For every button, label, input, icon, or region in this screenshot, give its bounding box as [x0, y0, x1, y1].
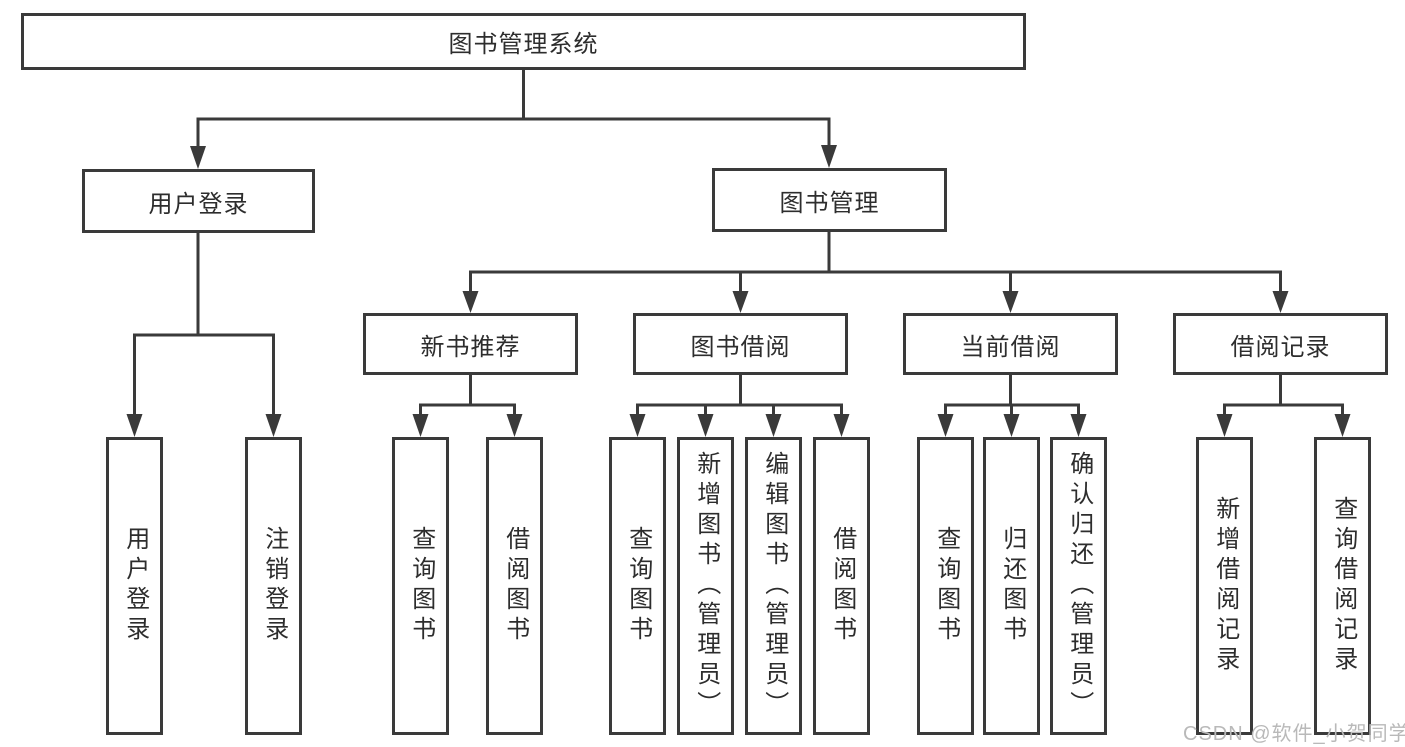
leaf-confirm-return-admin: 确认归还（管理员） [1050, 437, 1107, 735]
leaf-borrow-book: 借阅图书 [813, 437, 870, 735]
leaf-add-book-admin: 新增图书（管理员） [677, 437, 734, 735]
leaf-query-borrow-record-label: 查询借阅记录 [1329, 496, 1357, 676]
node-user-login: 用户登录 [82, 169, 315, 233]
connector-new-book-recommend-children [412, 375, 523, 437]
node-current-borrow: 当前借阅 [903, 313, 1118, 375]
leaf-query-book-borrow-label: 查询图书 [624, 526, 652, 646]
leaf-borrow-book-label: 借阅图书 [828, 526, 856, 646]
leaf-query-borrow-record: 查询借阅记录 [1314, 437, 1371, 735]
leaf-query-book-current: 查询图书 [917, 437, 974, 735]
connector-user-login-children [126, 233, 282, 437]
leaf-return-book-label: 归还图书 [998, 526, 1026, 646]
node-borrow-record: 借阅记录 [1173, 313, 1388, 375]
leaf-logout: 注销登录 [245, 437, 302, 735]
leaf-user-login: 用户登录 [106, 437, 163, 735]
connector-book-management-children [462, 232, 1289, 313]
node-new-book-recommend: 新书推荐 [363, 313, 578, 375]
connector-root-to-level2 [190, 70, 837, 169]
leaf-query-book-recommend-label: 查询图书 [407, 526, 435, 646]
connector-book-borrow-children [629, 375, 850, 437]
leaf-add-book-admin-label: 新增图书（管理员） [692, 451, 720, 721]
leaf-confirm-return-admin-label: 确认归还（管理员） [1065, 451, 1093, 721]
leaf-user-login-label: 用户登录 [121, 526, 149, 646]
connector-current-borrow-children [937, 375, 1087, 437]
node-book-management: 图书管理 [712, 168, 947, 232]
connector-borrow-record-children [1216, 375, 1351, 437]
leaf-query-book-recommend: 查询图书 [392, 437, 449, 735]
leaf-edit-book-admin: 编辑图书（管理员） [745, 437, 802, 735]
leaf-query-book-borrow: 查询图书 [609, 437, 666, 735]
leaf-edit-book-admin-label: 编辑图书（管理员） [760, 451, 788, 721]
node-book-borrow: 图书借阅 [633, 313, 848, 375]
leaf-add-borrow-record-label: 新增借阅记录 [1211, 496, 1239, 676]
leaf-logout-label: 注销登录 [260, 526, 288, 646]
csdn-watermark: CSDN @软件_小贺同学 [1183, 723, 1405, 745]
leaf-add-borrow-record: 新增借阅记录 [1196, 437, 1253, 735]
leaf-borrow-book-recommend: 借阅图书 [486, 437, 543, 735]
node-root-system: 图书管理系统 [21, 13, 1026, 70]
leaf-query-book-current-label: 查询图书 [932, 526, 960, 646]
leaf-return-book: 归还图书 [983, 437, 1040, 735]
leaf-borrow-book-recommend-label: 借阅图书 [501, 526, 529, 646]
